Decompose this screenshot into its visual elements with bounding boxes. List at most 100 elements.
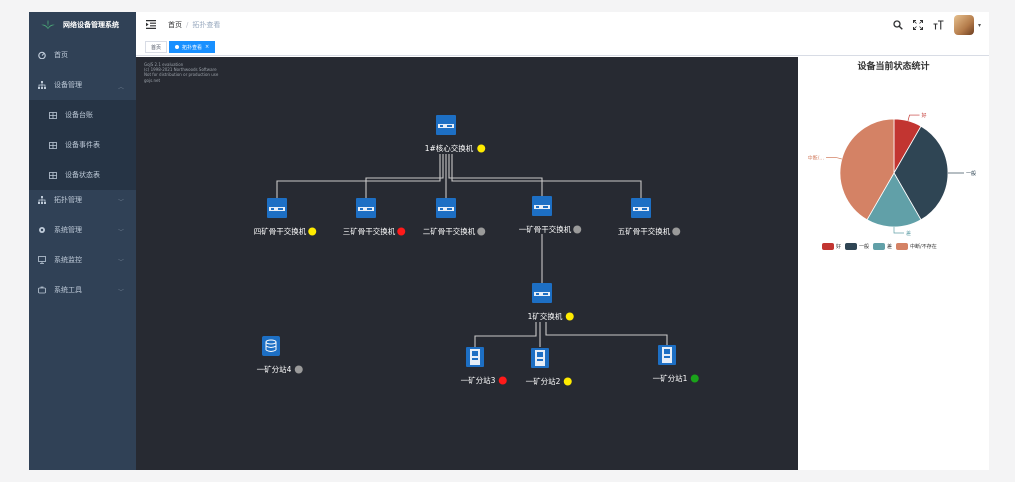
sidebar: 网络设备管理系统 首页 设备管理 ︿ 设备台账 设备事件表 设备状态表 拓扑管理… — [29, 12, 136, 470]
network-switch-icon — [631, 198, 651, 218]
sidebar-item-device-ledger[interactable]: 设备台账 — [29, 100, 136, 130]
topology-node-st3[interactable]: 一矿分站3 — [461, 347, 507, 385]
status-pie-chart[interactable]: 好一般差中断/... — [798, 71, 989, 251]
status-stats-panel: 设备当前状态统计 好一般差中断/... 好 一般 差 中断/不存在 — [798, 57, 989, 470]
chevron-up-icon: ︿ — [117, 84, 124, 91]
topology-canvas[interactable]: GoJS 2.1 evaluation (c) 1998-2021 Northw… — [136, 57, 798, 470]
topology-node-st2[interactable]: 一矿分站2 — [526, 348, 572, 386]
hamburger-icon[interactable] — [146, 20, 156, 29]
logo[interactable]: 网络设备管理系统 — [29, 12, 136, 38]
sidebar-item-device-management[interactable]: 设备管理 ︿ — [29, 70, 136, 100]
link-line — [545, 322, 668, 345]
sidebar-item-system-tools[interactable]: 系统工具 ﹀ — [29, 275, 136, 305]
watermark-line: (c) 1998-2021 Northwoods Software — [144, 67, 217, 73]
node-label: 1矿交换机 — [528, 311, 563, 321]
navbar: 首页/拓扑查看 ▾ — [136, 12, 989, 38]
monitor-icon — [38, 256, 46, 264]
sidebar-item-topology-management[interactable]: 拓扑管理 ﹀ — [29, 185, 136, 215]
legend-label: 差 — [887, 244, 893, 250]
pie-slice-poor[interactable] — [866, 172, 922, 228]
link-line — [474, 322, 537, 347]
sidebar-item-system-management[interactable]: 系统管理 ﹀ — [29, 215, 136, 245]
topology-node-core[interactable]: 1#核心交换机 — [425, 115, 486, 153]
app-title: 网络设备管理系统 — [63, 21, 119, 29]
pie-slice-label: 一般 — [966, 170, 976, 177]
caret-down-icon[interactable]: ▾ — [977, 21, 981, 29]
topology-node-m2[interactable]: 二矿骨干交换机 — [423, 198, 486, 236]
link-line — [448, 154, 543, 196]
watermark-line: Not for distribution or production use — [144, 72, 219, 78]
status-indicator — [477, 144, 486, 153]
font-size-icon[interactable] — [933, 20, 944, 30]
topology-node-s1[interactable]: 1矿交换机 — [528, 283, 574, 321]
status-indicator — [308, 227, 317, 236]
status-indicator — [563, 377, 572, 386]
search-icon[interactable] — [893, 20, 903, 30]
tag-topology-view[interactable]: 拓扑查看 × — [169, 41, 216, 53]
topology-node-m4[interactable]: 四矿骨干交换机 — [254, 198, 317, 236]
tag-home[interactable]: 首页 — [145, 41, 168, 53]
watermark-line: GoJS 2.1 evaluation — [144, 62, 184, 67]
substation-device-icon — [658, 345, 676, 365]
chevron-down-icon: ﹀ — [117, 259, 124, 266]
navbar-actions: ▾ — [893, 12, 989, 38]
app-frame: 网络设备管理系统 首页 设备管理 ︿ 设备台账 设备事件表 设备状态表 拓扑管理… — [29, 12, 989, 470]
pie-slice-down[interactable] — [839, 118, 895, 221]
topology-node-m3[interactable]: 三矿骨干交换机 — [343, 198, 406, 236]
watermark-line: gojs.net — [144, 77, 161, 83]
sidebar-item-device-status[interactable]: 设备状态表 — [29, 160, 136, 190]
sidebar-item-system-monitor[interactable]: 系统监控 ﹀ — [29, 245, 136, 275]
legend-item-normal[interactable]: 一般 — [845, 243, 869, 250]
fullscreen-icon[interactable] — [912, 20, 923, 30]
legend-item-good[interactable]: 好 — [822, 243, 841, 250]
network-switch-icon — [436, 115, 456, 135]
legend-label: 好 — [836, 244, 842, 250]
node-label: 一矿分站4 — [257, 364, 292, 374]
substation-device-icon — [466, 347, 484, 367]
network-switch-icon — [532, 196, 552, 216]
status-indicator — [672, 227, 681, 236]
node-label: 1#核心交换机 — [425, 143, 474, 153]
topology-node-m5[interactable]: 五矿骨干交换机 — [618, 198, 681, 236]
network-switch-icon — [532, 283, 552, 303]
sidebar-item-device-events[interactable]: 设备事件表 — [29, 130, 136, 160]
legend-item-down[interactable]: 中断/不存在 — [896, 243, 937, 250]
status-indicator — [690, 374, 699, 383]
topology-diagram[interactable]: 1#核心交换机四矿骨干交换机三矿骨干交换机二矿骨干交换机一矿骨干交换机五矿骨干交… — [136, 57, 798, 470]
sidebar-item-label: 设备管理 — [54, 81, 82, 89]
chevron-down-icon: ﹀ — [117, 199, 124, 206]
tree-icon — [38, 81, 46, 89]
topology-node-st1[interactable]: 一矿分站1 — [653, 345, 699, 383]
breadcrumb-separator: / — [186, 21, 189, 29]
link-line — [365, 154, 444, 198]
sidebar-item-label: 设备状态表 — [65, 171, 100, 179]
active-dot-icon — [175, 45, 179, 49]
pie-slice-label: 好 — [922, 112, 927, 119]
dashboard-icon — [38, 51, 46, 59]
table-icon — [49, 141, 57, 149]
topology-links — [276, 154, 668, 347]
breadcrumb: 首页/拓扑查看 — [168, 20, 220, 30]
pie-leader-line — [826, 157, 842, 160]
tags-view: 首页 拓扑查看 × — [136, 38, 989, 56]
leaf-logo-icon — [41, 20, 55, 29]
topology-node-m1[interactable]: 一矿骨干交换机 — [519, 196, 582, 234]
table-icon — [49, 171, 57, 179]
legend-item-poor[interactable]: 差 — [873, 243, 892, 250]
close-icon[interactable]: × — [205, 44, 210, 50]
sidebar-item-home[interactable]: 首页 — [29, 40, 136, 70]
tag-label: 拓扑查看 — [182, 44, 203, 51]
breadcrumb-home[interactable]: 首页 — [168, 21, 182, 29]
status-indicator — [498, 376, 507, 385]
sidebar-item-label: 系统工具 — [54, 286, 82, 294]
topology-node-st4[interactable]: 一矿分站4 — [257, 336, 303, 374]
avatar[interactable] — [953, 15, 974, 35]
legend-swatch — [896, 243, 909, 250]
tree-icon — [38, 196, 46, 204]
pie-slice-normal[interactable] — [893, 125, 949, 221]
status-indicator — [477, 227, 486, 236]
pie-slice-label: 差 — [906, 230, 911, 237]
sidebar-item-label: 设备事件表 — [65, 141, 100, 149]
pie-slice-label: 中断/... — [808, 154, 825, 161]
status-indicator — [397, 227, 406, 236]
